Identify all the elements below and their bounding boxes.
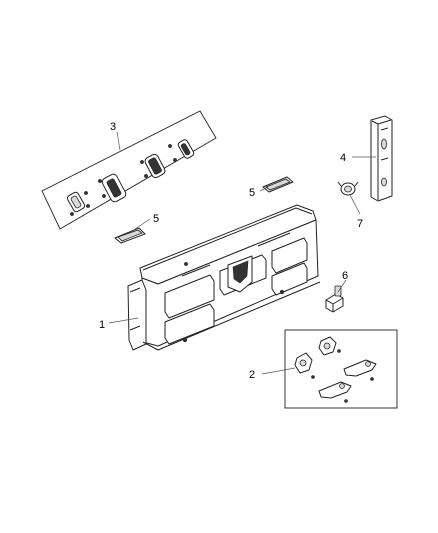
hinge-component-d <box>318 381 352 399</box>
hinge-component-b <box>294 352 313 374</box>
callout-5-upper: 5 <box>249 187 255 199</box>
callout-1: 1 <box>99 319 105 331</box>
hinge-component-c <box>343 359 377 377</box>
right-bezel <box>177 139 195 159</box>
callout-4: 4 <box>340 152 346 164</box>
left-bezel <box>66 191 86 213</box>
handle-bezel-right <box>144 153 166 179</box>
hinge-kit-box <box>284 329 398 409</box>
hinge-component-a <box>318 336 337 356</box>
push-clip <box>337 181 359 196</box>
handle-bezel <box>101 173 127 203</box>
callout-labels: 3 4 5 7 5 6 1 2 <box>99 121 363 381</box>
trim-panel-outline <box>41 110 217 230</box>
pad-lower <box>114 227 146 244</box>
callout-6: 6 <box>342 270 348 282</box>
screws <box>70 144 177 216</box>
tailgate-trim-panel-group <box>41 110 217 230</box>
callout-7: 7 <box>357 218 363 230</box>
callout-5-lower: 5 <box>153 213 159 225</box>
hinge-kit-group <box>284 329 398 409</box>
tailgate-inner-frame <box>127 204 321 351</box>
side-trim-strip <box>370 115 393 202</box>
callout-2: 2 <box>249 369 255 381</box>
ram-emblem <box>227 255 253 293</box>
callout-3: 3 <box>110 121 116 133</box>
hinge-screws <box>311 349 374 403</box>
tailgate-fastener <box>325 285 344 313</box>
leader-lines <box>108 131 376 375</box>
pad-upper <box>262 176 294 193</box>
